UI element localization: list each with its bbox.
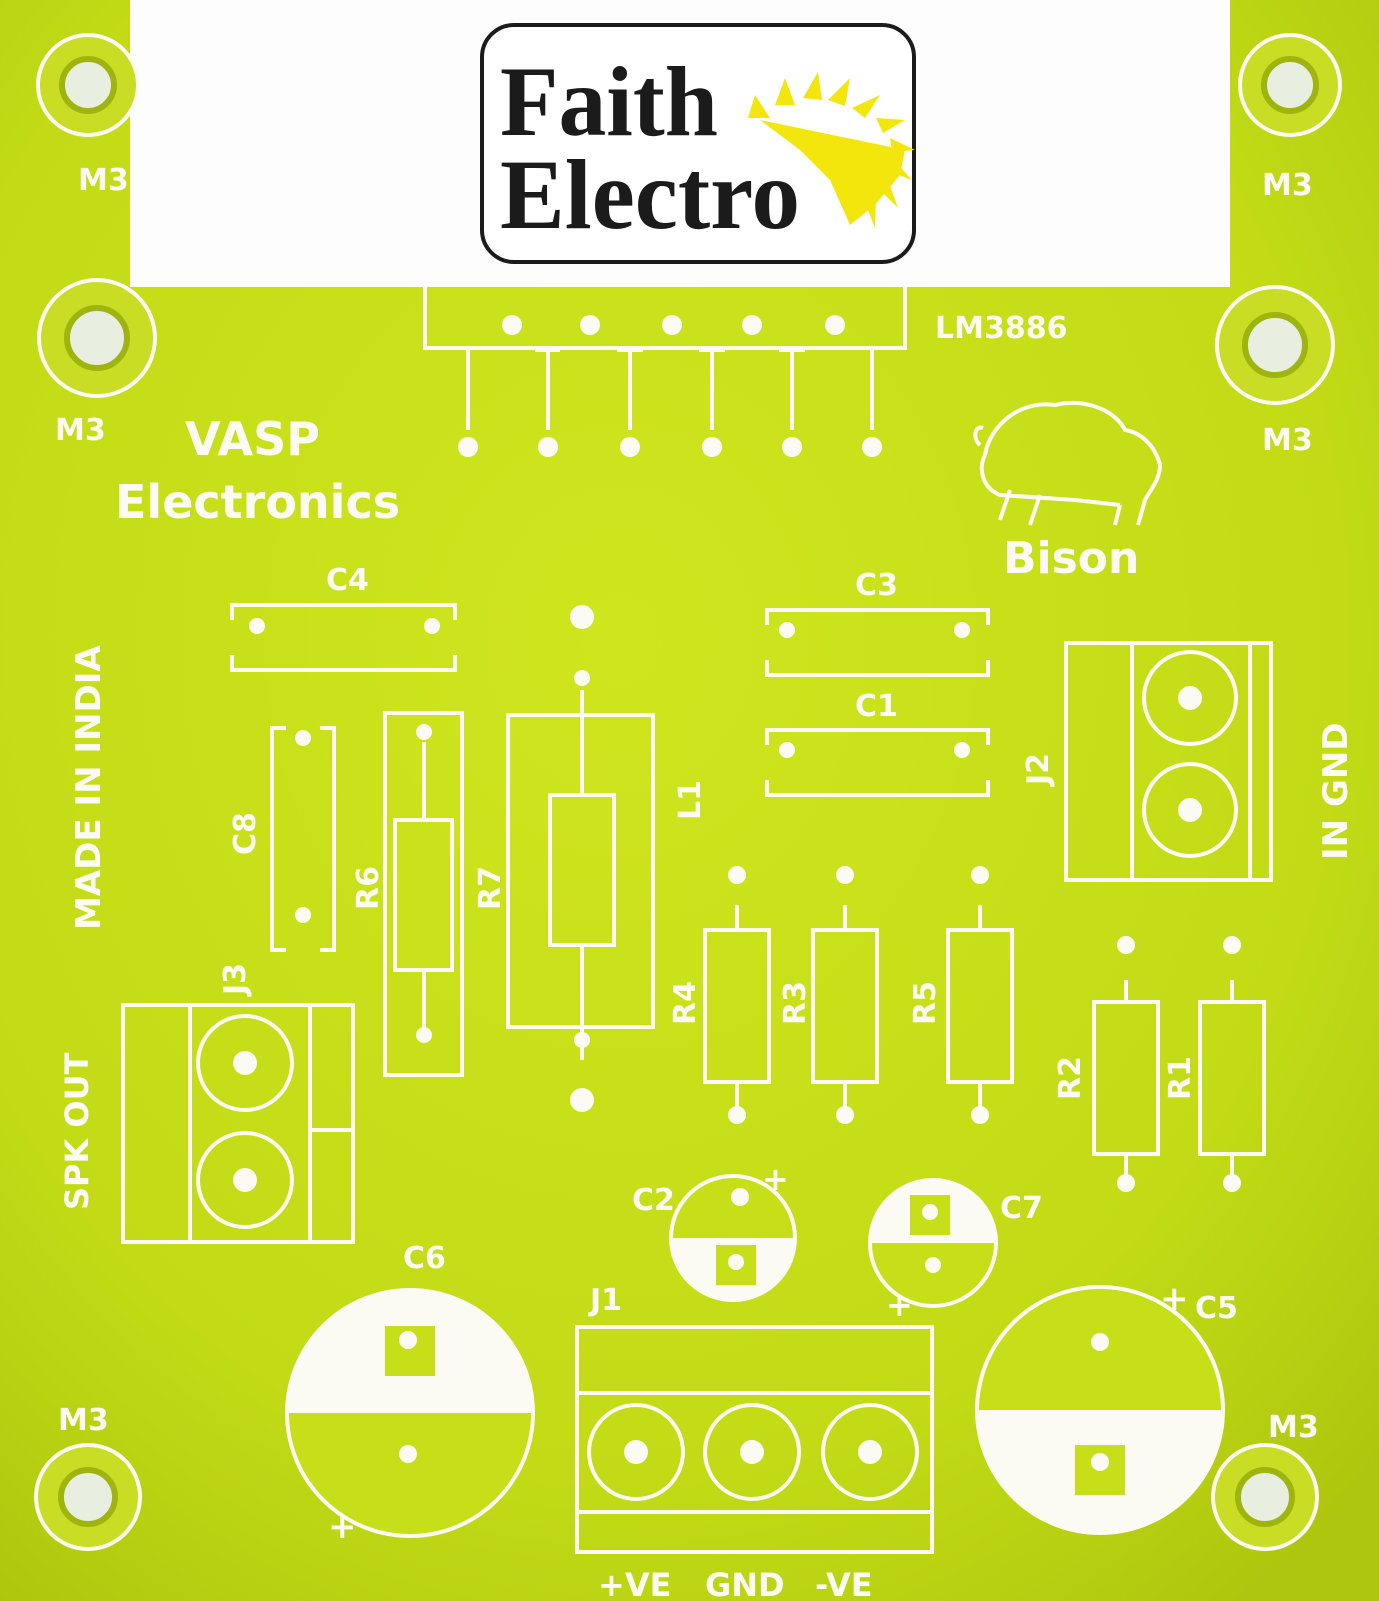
logo-line1: Faith [500,46,718,157]
m3-label-br: M3 [1268,1410,1319,1445]
label-j1: J1 [588,1283,622,1318]
maker-line2: Electronics [115,475,400,529]
plus-c2: + [762,1160,789,1198]
maker-line1: VASP [185,412,320,466]
plus-c7: + [886,1286,913,1324]
label-r5: R5 [908,981,943,1025]
capacitor-c7 [868,1178,998,1308]
resistor-r2 [1092,936,1160,1192]
power-gnd-label: GND [705,1566,785,1601]
resistor-r4 [703,866,771,1124]
m3-label-bl: M3 [58,1403,109,1438]
label-c1: C1 [855,689,898,724]
label-r1: R1 [1163,1056,1198,1100]
label-j3: J3 [218,963,253,997]
capacitor-c5 [975,1285,1225,1535]
inductor-l1 [506,605,655,1112]
connector-j3 [121,1003,355,1244]
faith-electro-sticker: Faith Electro [130,0,1230,287]
mount-holes [34,33,1342,1551]
mount-hole-tr [1238,33,1342,137]
label-j2: J2 [1021,753,1056,787]
label-c7: C7 [1000,1191,1043,1226]
resistor-r3 [811,866,879,1124]
label-r2: R2 [1053,1056,1088,1100]
label-r7: R7 [473,866,508,910]
label-c4: C4 [326,563,369,598]
logo-frame [480,23,916,264]
m3-label-tr: M3 [1262,168,1313,203]
label-c3: C3 [855,568,898,603]
mount-hole-ml [37,278,157,398]
plus-c6: + [328,1507,357,1547]
label-c2: C2 [632,1183,675,1218]
mount-hole-bl [34,1443,142,1551]
ic-label: LM3886 [935,311,1067,346]
capacitor-c3 [765,608,990,677]
label-c6: C6 [403,1241,446,1276]
label-r3: R3 [778,981,813,1025]
label-c8: C8 [228,812,263,855]
capacitor-c4 [230,603,457,672]
capacitor-c1 [765,728,990,797]
capacitor-c2 [669,1174,797,1302]
bison-icon [973,400,1163,526]
label-l1: L1 [673,780,708,820]
logo-line2: Electro [500,139,800,250]
label-r6: R6 [351,866,386,910]
plus-c5: + [1160,1279,1189,1319]
connector-j2 [1064,641,1273,882]
m3-label-tl: M3 [78,163,129,198]
label-c5: C5 [1195,1291,1238,1326]
capacitor-c6 [285,1288,535,1538]
brand-text: Bison [1003,533,1139,584]
sun-icon [748,72,915,228]
power-neg-label: -VE [815,1566,873,1601]
connector-j1 [575,1325,934,1554]
power-pos-label: +VE [598,1566,671,1601]
m3-label-mr: M3 [1262,423,1313,458]
origin-text: MADE IN INDIA [69,645,109,930]
resistor-r6 [383,711,464,1077]
mount-hole-mr [1215,285,1335,405]
mount-hole-tl [36,33,140,137]
label-r4: R4 [668,981,703,1025]
mount-hole-br [1211,1443,1319,1551]
resistor-r1 [1198,936,1266,1192]
resistor-r5 [946,866,1014,1124]
m3-label-ml: M3 [55,413,106,448]
capacitor-c8 [270,726,336,952]
lm3886-footprint [423,285,907,457]
spk-out-label: SPK OUT [58,1052,96,1210]
in-gnd-label: IN GND [1316,722,1356,860]
